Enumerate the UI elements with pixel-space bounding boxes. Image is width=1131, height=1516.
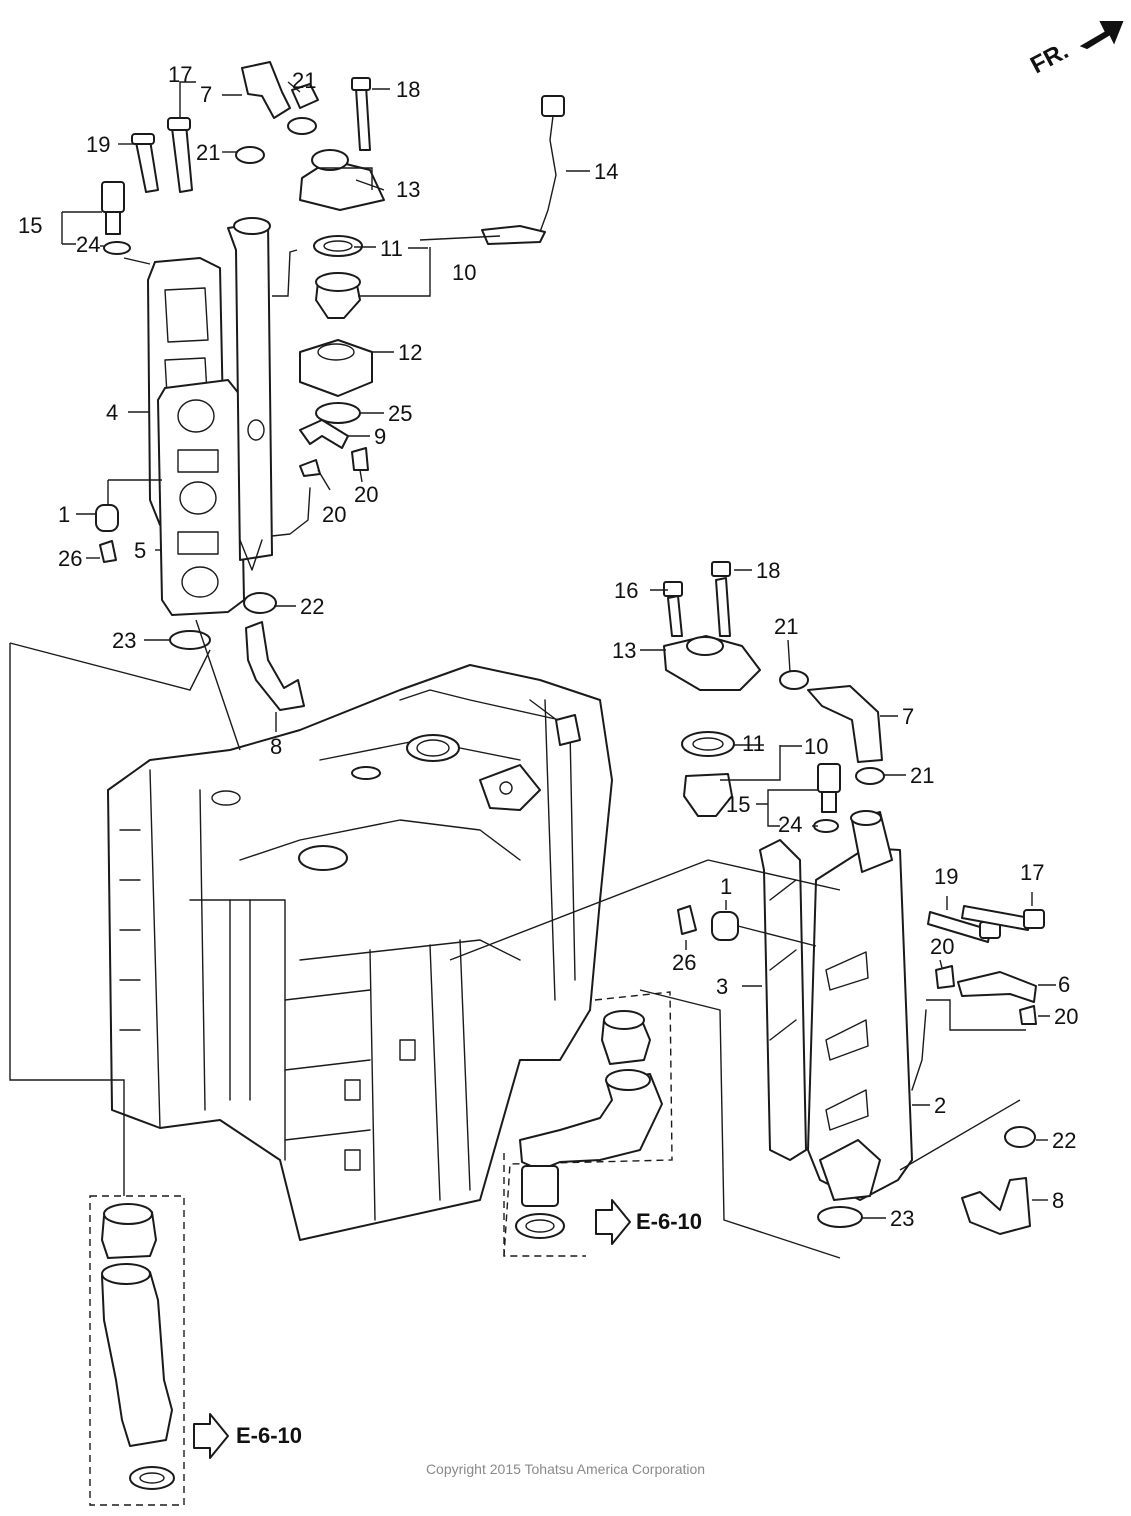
callout-25: 25 bbox=[388, 401, 412, 426]
engine-block bbox=[107, 664, 613, 1241]
callout-13: 13 bbox=[612, 638, 636, 663]
callout-23: 23 bbox=[890, 1206, 914, 1231]
callout-9: 9 bbox=[374, 424, 386, 449]
callout-8: 8 bbox=[270, 734, 282, 759]
callout-numbers: 17 19 7 21 21 18 13 14 15 24 11 10 12 25… bbox=[18, 62, 1078, 1231]
leader-lines bbox=[9, 81, 1056, 1259]
water-tube-inset-center bbox=[503, 991, 673, 1257]
callout-19: 19 bbox=[86, 132, 110, 157]
callout-15: 15 bbox=[18, 213, 42, 238]
callout-18: 18 bbox=[756, 558, 780, 583]
callout-3: 3 bbox=[716, 974, 728, 999]
reference-label-center: E-6-10 bbox=[636, 1209, 702, 1234]
callout-22: 22 bbox=[300, 594, 324, 619]
callout-10: 10 bbox=[452, 260, 476, 285]
callout-19: 19 bbox=[934, 864, 958, 889]
callout-4: 4 bbox=[106, 400, 118, 425]
water-tube-inset-left bbox=[89, 1195, 185, 1506]
callout-12: 12 bbox=[398, 340, 422, 365]
callout-6: 6 bbox=[1058, 972, 1070, 997]
callout-10: 10 bbox=[804, 734, 828, 759]
callout-20: 20 bbox=[1054, 1004, 1078, 1029]
reference-label-left: E-6-10 bbox=[236, 1423, 302, 1448]
callout-7: 7 bbox=[902, 704, 914, 729]
callout-11: 11 bbox=[742, 731, 765, 756]
callout-24: 24 bbox=[778, 812, 802, 837]
callout-14: 14 bbox=[594, 159, 618, 184]
front-arrow-icon bbox=[1079, 21, 1124, 50]
callout-21: 21 bbox=[910, 763, 934, 788]
callout-20: 20 bbox=[354, 482, 378, 507]
callout-22: 22 bbox=[1052, 1128, 1076, 1153]
callout-17: 17 bbox=[168, 62, 192, 87]
callout-21: 21 bbox=[774, 614, 798, 639]
callout-20: 20 bbox=[322, 502, 346, 527]
callout-24: 24 bbox=[76, 232, 100, 257]
callout-17: 17 bbox=[1020, 860, 1044, 885]
callout-26: 26 bbox=[58, 546, 82, 571]
callout-7: 7 bbox=[200, 82, 212, 107]
callout-11: 11 bbox=[380, 236, 403, 261]
callout-21: 21 bbox=[196, 140, 220, 165]
upper-manifold-assembly bbox=[95, 61, 565, 711]
callout-18: 18 bbox=[396, 77, 420, 102]
callout-15: 15 bbox=[726, 792, 750, 817]
callout-21: 21 bbox=[292, 68, 316, 93]
callout-1: 1 bbox=[58, 502, 70, 527]
reference-arrow-icon bbox=[595, 1199, 631, 1245]
callout-8: 8 bbox=[1052, 1188, 1064, 1213]
callout-23: 23 bbox=[112, 628, 136, 653]
front-direction-indicator: FR. bbox=[1026, 21, 1124, 79]
callout-20: 20 bbox=[930, 934, 954, 959]
copyright-notice: Copyright 2015 Tohatsu America Corporati… bbox=[425, 1461, 706, 1477]
callout-1: 1 bbox=[720, 874, 732, 899]
callout-2: 2 bbox=[934, 1093, 946, 1118]
callout-26: 26 bbox=[672, 950, 696, 975]
front-direction-label: FR. bbox=[1026, 37, 1073, 79]
lower-manifold-assembly bbox=[663, 561, 1045, 1235]
callout-16: 16 bbox=[614, 578, 638, 603]
callout-13: 13 bbox=[396, 177, 420, 202]
callout-5: 5 bbox=[134, 538, 146, 563]
reference-arrow-icon bbox=[193, 1413, 229, 1459]
